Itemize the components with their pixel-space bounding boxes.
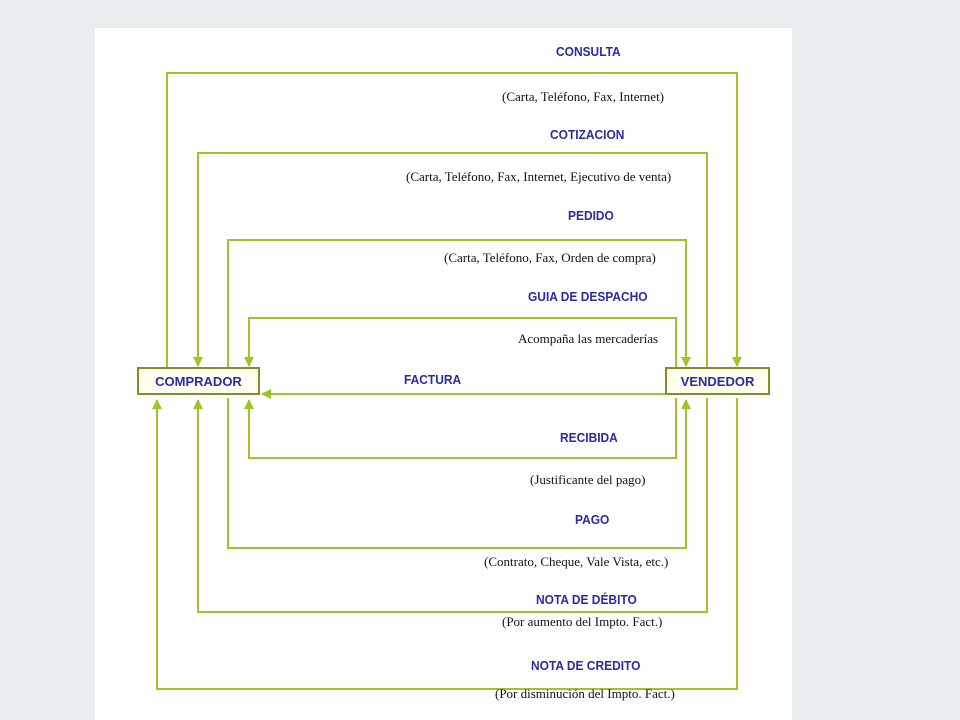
pedido-note: (Carta, Teléfono, Fax, Orden de compra)	[444, 250, 656, 265]
recibida-title: RECIBIDA	[560, 430, 618, 445]
flow-cotizacion-line	[193, 152, 708, 368]
flow-credito-line	[152, 398, 738, 690]
flow-pago-line	[227, 398, 691, 549]
cotizacion-note: (Carta, Teléfono, Fax, Internet, Ejecuti…	[406, 169, 672, 184]
seller-node: VENDEDOR	[665, 367, 770, 395]
debito-note: (Por aumento del Impto. Fact.)	[502, 614, 663, 629]
pago-note: (Contrato, Cheque, Vale Vista, etc.)	[484, 554, 669, 569]
credito-note: (Por disminución del Impto. Fact.)	[495, 686, 675, 701]
factura-title: FACTURA	[404, 372, 462, 387]
debito-title: NOTA DE DÉBITO	[536, 592, 637, 607]
flow-consulta-line	[166, 72, 742, 368]
consulta-title: CONSULTA	[556, 44, 621, 59]
guia-note: Acompaña las mercaderías	[518, 331, 659, 346]
recibida-note: (Justificante del pago)	[530, 472, 646, 487]
flow-pedido-line	[227, 239, 691, 368]
credito-title: NOTA DE CREDITO	[531, 658, 641, 673]
guia-title: GUIA DE DESPACHO	[528, 289, 648, 304]
cotizacion-title: COTIZACION	[550, 127, 625, 142]
flow-debito-line	[193, 398, 708, 613]
pedido-title: PEDIDO	[568, 208, 614, 223]
pago-title: PAGO	[575, 512, 610, 527]
consulta-note: (Carta, Teléfono, Fax, Internet)	[502, 89, 665, 104]
buyer-node: COMPRADOR	[137, 367, 260, 395]
flow-recibida-line	[244, 398, 677, 459]
flow-guia-line	[244, 317, 677, 368]
